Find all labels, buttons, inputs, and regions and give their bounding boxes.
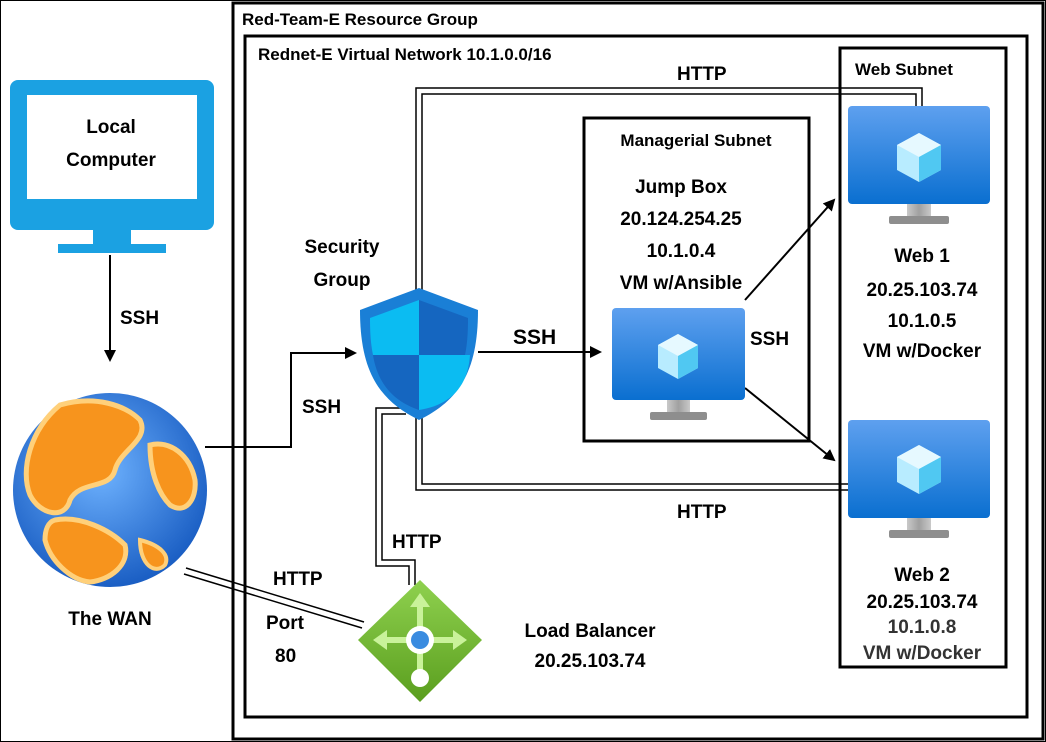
port-value: 80 [275,646,296,667]
web1-line2: 20.25.103.74 [867,280,978,301]
security-group-line2: Group [314,270,371,291]
http-top-label: HTTP [677,64,727,85]
vnet-box [243,34,1029,719]
web2-line3: 10.1.0.8 [888,617,957,638]
http-top-connector [415,87,923,290]
web1-vm-icon [848,106,990,224]
load-balancer-line2: 20.25.103.74 [535,651,646,672]
web2-line2: 20.25.103.74 [867,592,978,613]
shield-icon [360,288,478,420]
resource-group-box [231,1,1045,741]
wan-label: The WAN [68,609,151,630]
http-wan-to-lb-label: HTTP [273,569,323,590]
web2-vm-icon [848,420,990,538]
ssh-sg-to-jump-label: SSH [513,326,556,349]
jump-box-line3: 10.1.0.4 [647,241,716,262]
globe-icon [13,393,207,587]
web-subnet-label: Web Subnet [855,60,953,79]
ssh-wan-to-sg-arrow [205,347,357,448]
security-group-line1: Security [305,237,380,258]
jump-box-vm-icon [612,308,745,420]
web2-line4: VM w/Docker [863,643,982,664]
ssh-local-to-wan-label: SSH [120,308,159,329]
jump-box-line1: Jump Box [635,177,727,198]
ssh-jump-to-web1-arrow [744,198,836,301]
resource-group-label: Red-Team-E Resource Group [242,10,478,29]
port-label: Port [266,613,305,634]
ssh-jump-to-web-label: SSH [750,329,789,350]
web1-line4: VM w/Docker [863,341,982,362]
web1-line3: 10.1.0.5 [888,311,957,332]
http-sg-to-lb-connector [375,407,416,585]
web-subnet-box [838,46,1008,669]
http-bottom-connector [415,416,850,491]
managerial-subnet-box [582,116,811,443]
http-sg-to-lb-label: HTTP [392,532,442,553]
http-bottom-label: HTTP [677,502,727,523]
ssh-jump-to-web2-arrow [744,387,836,462]
load-balancer-line1: Load Balancer [525,621,657,642]
web2-line1: Web 2 [894,565,950,586]
jump-box-line2: 20.124.254.25 [620,209,742,230]
local-computer-line2: Computer [66,150,156,171]
vnet-label: Rednet-E Virtual Network 10.1.0.0/16 [258,45,552,64]
web1-line1: Web 1 [894,246,950,267]
local-computer-icon [10,80,214,253]
ssh-wan-to-sg-label: SSH [302,397,341,418]
load-balancer-icon [358,580,482,702]
local-computer-line1: Local [86,117,136,138]
http-wan-to-lb-connector [183,567,365,629]
jump-box-line4: VM w/Ansible [620,273,742,294]
managerial-subnet-label: Managerial Subnet [620,131,771,150]
